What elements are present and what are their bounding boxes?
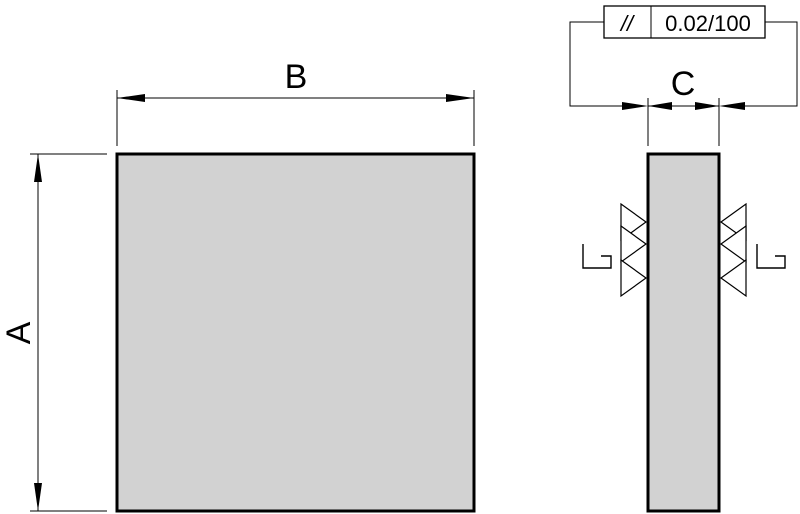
tolerance-frame (603, 5, 766, 39)
parallelism-tolerance: // 0.02/100 (569, 5, 798, 107)
dimension-a-arrow-top (34, 154, 42, 182)
tolerance-value: 0.02/100 (665, 11, 751, 36)
dimension-c-arrow-inner-right (695, 102, 719, 110)
front-view: B A (0, 58, 476, 513)
dimension-c-arrow-outer-left (622, 102, 648, 110)
surface-finish-right: G (719, 202, 786, 298)
dimension-b-arrow-right (446, 94, 474, 102)
side-view-plate (646, 152, 721, 513)
grinding-label-right: G (770, 256, 771, 258)
parallelism-symbol: // (619, 11, 635, 36)
dimension-c-arrow-inner-left (648, 102, 672, 110)
dimension-b-arrow-left (117, 94, 145, 102)
tolerance-leader-left (569, 21, 622, 107)
dimension-c-arrow-outer-right (719, 102, 745, 110)
surface-finish-left: G (582, 202, 648, 298)
grinding-symbol-right (756, 244, 786, 269)
dimension-a-label: A (0, 321, 38, 344)
grinding-symbol-left (582, 244, 612, 269)
dimension-b: B (116, 58, 475, 146)
finish-triangle-left-2 (620, 224, 648, 264)
finish-triangle-right-3 (719, 258, 747, 298)
finish-triangle-left-3 (620, 258, 648, 298)
front-view-plate (115, 152, 476, 513)
dimension-c: C (622, 65, 745, 146)
finish-triangle-right-2 (719, 224, 747, 264)
side-view: // 0.02/100 C G G (569, 5, 798, 513)
grinding-label-left: G (596, 256, 597, 258)
dimension-a-arrow-bottom (34, 483, 42, 511)
dimension-c-label: C (671, 65, 696, 103)
dimension-b-label: B (285, 58, 308, 96)
dimension-a: A (0, 153, 107, 512)
tolerance-leader-right (745, 21, 798, 107)
